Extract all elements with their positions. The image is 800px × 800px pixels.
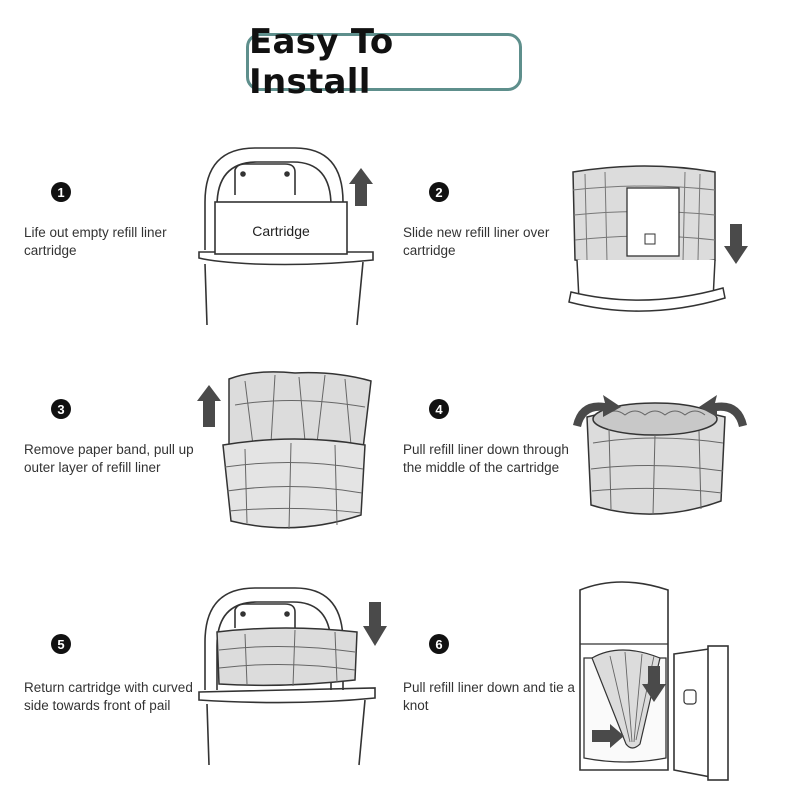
up-arrow-icon bbox=[349, 168, 373, 206]
step-5-number: 5 bbox=[51, 634, 71, 654]
step-3-illustration bbox=[197, 371, 372, 530]
down-arrow-icon bbox=[642, 666, 666, 702]
step-2-illustration bbox=[568, 165, 748, 312]
step-6-number: 6 bbox=[429, 634, 449, 654]
step-5-illustration bbox=[198, 587, 387, 766]
cartridge-label: Cartridge bbox=[252, 223, 310, 239]
step-1-number: 1 bbox=[51, 182, 71, 202]
step-4-number: 4 bbox=[429, 399, 449, 419]
up-arrow-icon bbox=[197, 385, 221, 427]
step-3-text: Remove paper band, pull up outer layer o… bbox=[24, 442, 194, 475]
curved-arrow-right-icon bbox=[699, 395, 747, 427]
step-6-illustration bbox=[579, 581, 729, 781]
right-arrow-icon bbox=[592, 724, 624, 748]
title-banner: Easy To Install bbox=[246, 22, 522, 102]
step-1-text: Life out empty refill liner cartridge bbox=[24, 225, 167, 258]
down-arrow-icon bbox=[724, 224, 748, 264]
step-3-number: 3 bbox=[51, 399, 71, 419]
down-arrow-icon bbox=[363, 602, 387, 646]
step-5-text: Return cartridge with curved side toward… bbox=[24, 680, 193, 713]
page-title: Easy To Install bbox=[249, 22, 394, 102]
step-4-text: Pull refill liner down through the middl… bbox=[403, 442, 569, 475]
step-4-illustration bbox=[573, 395, 747, 516]
step-1-illustration: Cartridge bbox=[198, 147, 374, 326]
step-6-text: Pull refill liner down and tie a knot bbox=[403, 680, 575, 713]
step-2-number: 2 bbox=[429, 182, 449, 202]
step-2-text: Slide new refill liner over cartridge bbox=[403, 225, 550, 258]
curved-arrow-left-icon bbox=[573, 395, 621, 427]
